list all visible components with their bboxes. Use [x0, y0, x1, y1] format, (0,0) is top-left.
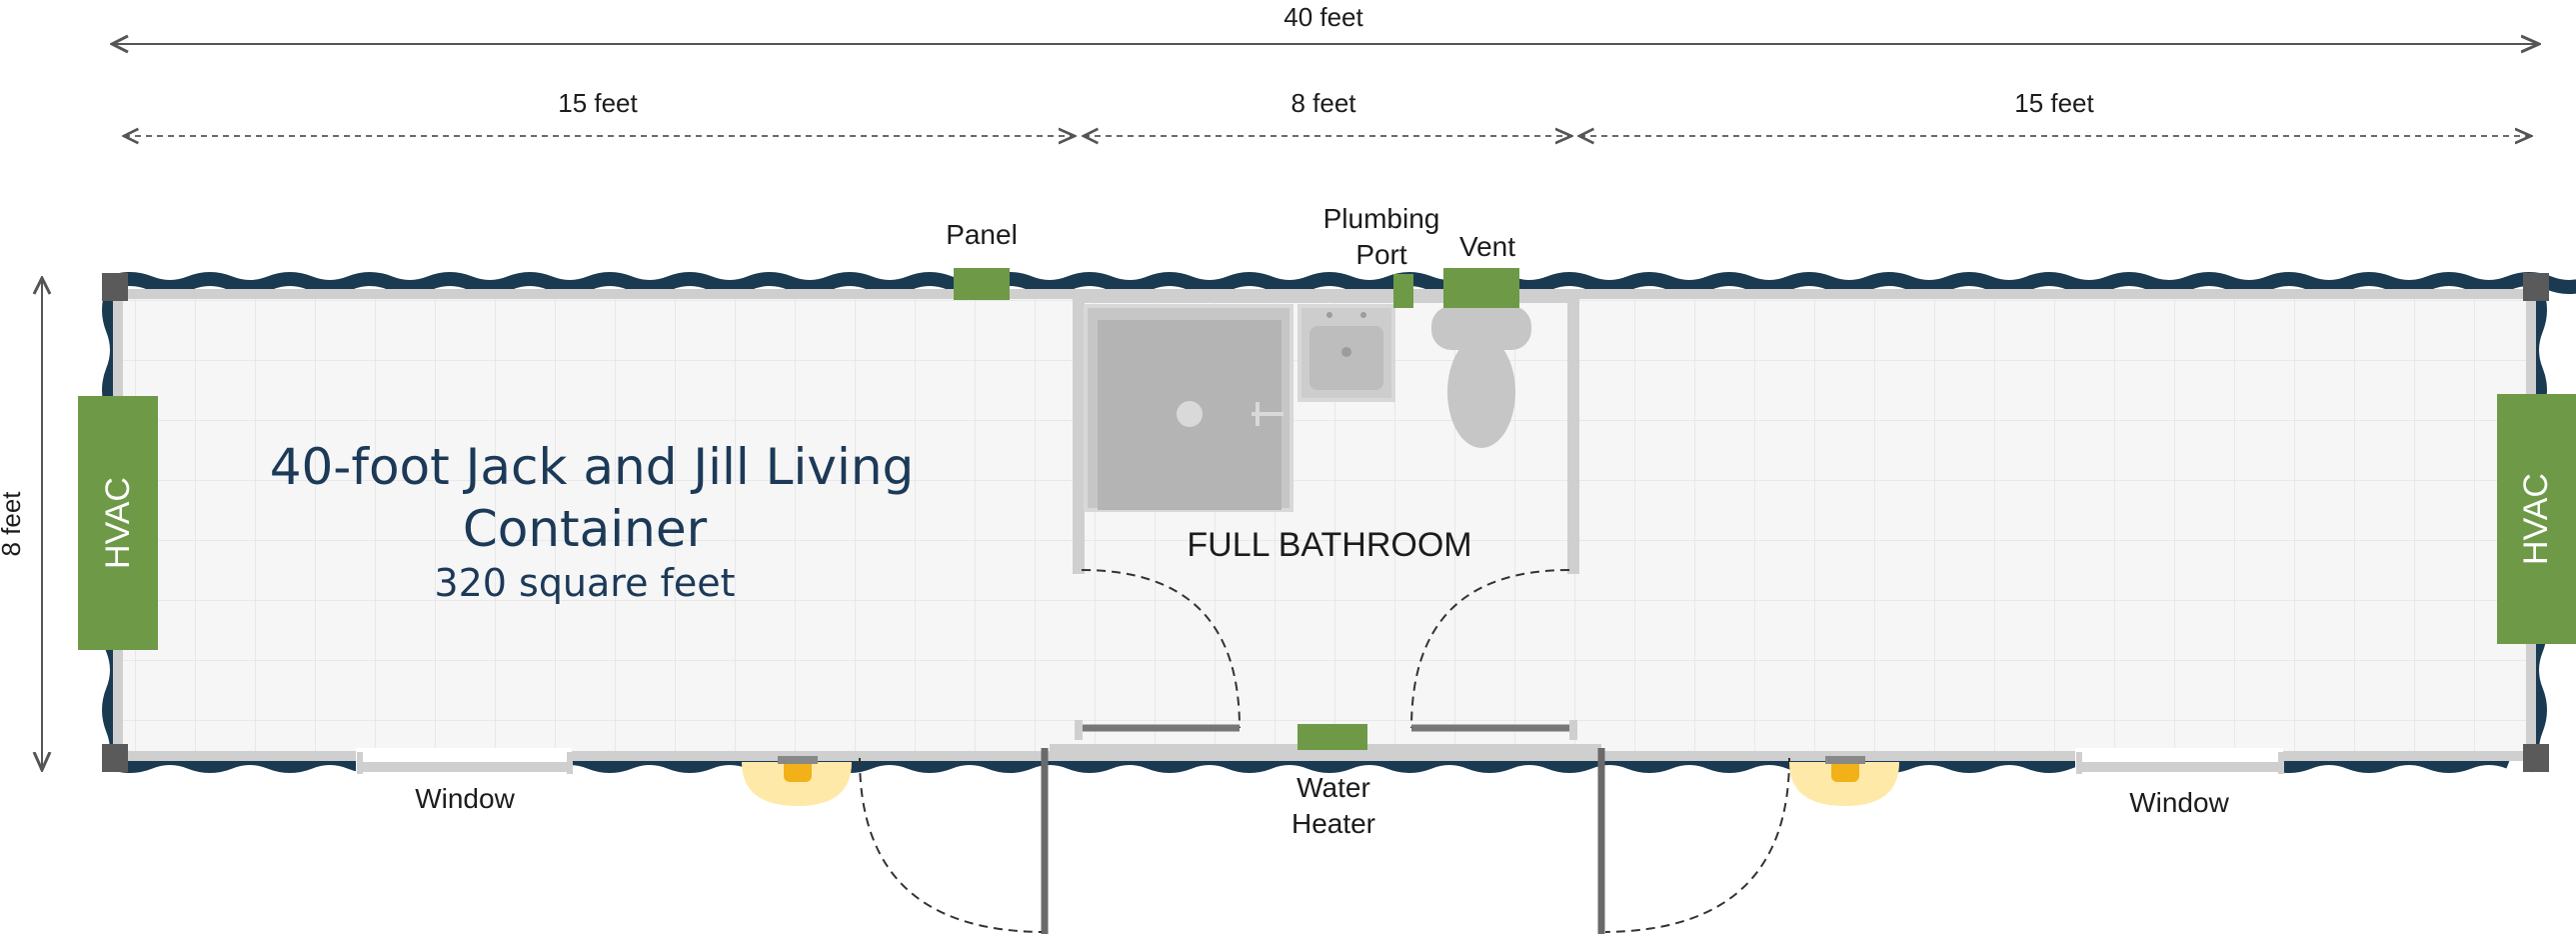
hvac-right-label: HVAC [2517, 473, 2555, 565]
bathroom-label: FULL BATHROOM [1187, 526, 1471, 564]
toilet [1431, 306, 1531, 448]
dimension-overall-label: 40 feet [1284, 2, 1363, 32]
entry-vestibule [859, 744, 1790, 934]
corner-casting-bl [102, 744, 128, 772]
plumbing-port: Plumbing Port [1323, 203, 1440, 308]
plan-title: 40-foot Jack and Jill Living Container 3… [270, 438, 915, 605]
dimension-left-section: 15 feet [124, 88, 1075, 136]
exterior-light-right [1789, 756, 1899, 806]
vent: Vent [1443, 231, 1519, 308]
hvac-left: HVAC [78, 396, 158, 650]
water-heater-label-line1: Water [1296, 772, 1370, 803]
corner-casting-br [2523, 744, 2549, 772]
water-heater: Water Heater [1291, 724, 1375, 839]
bathroom-door-left-swing [1081, 569, 1241, 729]
window-left-label: Window [415, 783, 515, 814]
title-area: 320 square feet [434, 561, 735, 605]
water-heater-label-line2: Heater [1291, 808, 1375, 839]
corner-casting-tr [2523, 273, 2549, 301]
window-right-label: Window [2129, 787, 2229, 818]
top-wall [107, 272, 2576, 294]
plumbing-label-line2: Port [1355, 239, 1407, 270]
hvac-right: HVAC [2497, 394, 2576, 644]
shower-drain [1177, 401, 1203, 427]
hvac-left-label: HVAC [99, 477, 137, 569]
entry-door-right-swing [1604, 757, 1790, 933]
bathroom-door-right-swing [1410, 569, 1570, 729]
panel-label: Panel [946, 219, 1018, 250]
dimension-width-label: 8 feet [0, 491, 26, 557]
dimension-overall: 40 feet [112, 2, 2539, 44]
window-left: Window [356, 748, 573, 814]
dimension-middle-section: 8 feet [1084, 88, 1571, 136]
title-line2: Container [463, 500, 708, 558]
entry-door-left-swing [859, 757, 1043, 933]
electrical-panel: Panel [946, 219, 1018, 300]
title-line1: 40-foot Jack and Jill Living [270, 438, 915, 496]
corner-casting-tl [102, 273, 128, 301]
exterior-light-left [742, 756, 852, 806]
dimension-middle-label: 8 feet [1290, 88, 1356, 118]
dimension-width: 8 feet [0, 278, 42, 770]
window-right: Window [2075, 748, 2284, 818]
bathroom: FULL BATHROOM [1073, 293, 1579, 740]
plumbing-label-line1: Plumbing [1323, 203, 1440, 234]
dimension-left-label: 15 feet [558, 88, 638, 118]
dimension-right-section: 15 feet [1579, 88, 2531, 136]
vent-label: Vent [1459, 231, 1515, 262]
dimension-right-label: 15 feet [2014, 88, 2094, 118]
